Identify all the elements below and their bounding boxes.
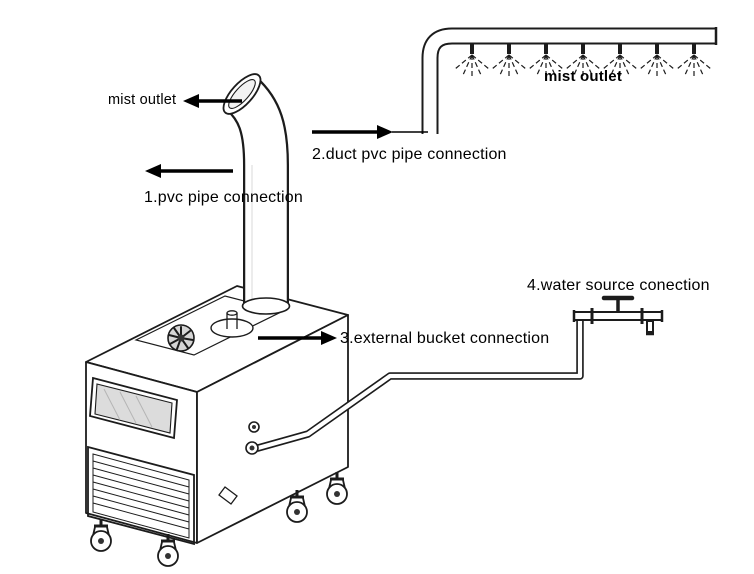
bucket-inlet-port: [210, 310, 254, 338]
vent-grille: [87, 445, 195, 546]
drain-fitting: [218, 486, 238, 505]
spray-nozzle: [675, 41, 713, 79]
water-valve: [572, 295, 664, 336]
hose-fitting: [245, 421, 260, 455]
label-pvc-pipe-connection: 1.pvc pipe connection: [144, 189, 303, 206]
water-hose: [254, 314, 584, 452]
spray-nozzle: [453, 41, 491, 79]
control-panel-screen: [89, 376, 178, 440]
arrow-duct-pipe-icon: [312, 125, 428, 139]
arrow-pvc-pipe-icon: [145, 164, 233, 178]
label-external-bucket-connection: 3.external bucket connection: [340, 330, 550, 347]
fan-grille-icon: [167, 324, 195, 352]
spray-nozzle: [490, 41, 528, 79]
arrow-bucket-connection-icon: [258, 331, 337, 345]
label-mist-outlet-right: mist outlet: [544, 68, 623, 85]
spray-nozzle: [638, 41, 676, 79]
label-water-source-connection: 4.water source conection: [527, 277, 710, 294]
caster-wheel: [89, 517, 113, 553]
label-duct-pvc-pipe-connection: 2.duct pvc pipe connection: [312, 146, 507, 163]
duct-pipe: [421, 27, 718, 134]
arrow-mist-outlet-icon: [183, 94, 242, 108]
label-mist-outlet-left: mist outlet: [108, 92, 177, 108]
